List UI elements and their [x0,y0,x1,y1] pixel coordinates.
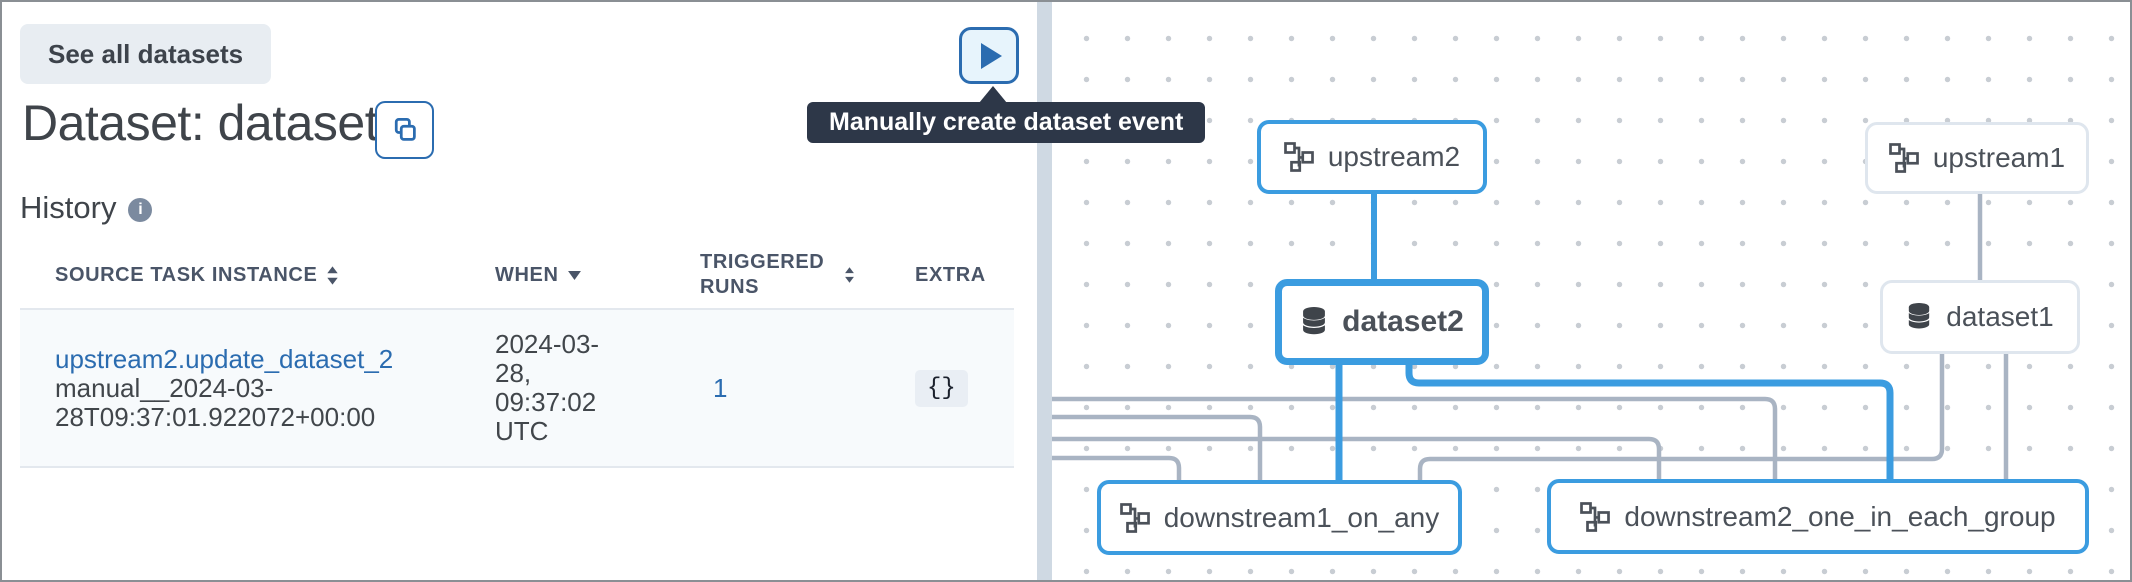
database-icon [1300,307,1328,337]
graph-node-upstream2[interactable]: upstream2 [1257,120,1487,194]
extra-cell: {} [915,369,1014,407]
page-title: Dataset: dataset2 [22,95,406,151]
node-label: upstream1 [1932,142,2066,173]
sort-both-icon [326,265,339,285]
node-label: upstream2 [1327,141,1461,172]
history-title: History [20,190,117,225]
play-icon [981,42,1002,69]
panel-divider[interactable] [1037,2,1052,580]
dag-icon [1283,142,1314,172]
edge-offscreen-to-downstream1-a [1052,414,1263,480]
dag-icon [1580,501,1611,532]
source-task-instance-cell: upstream2.update_dataset_2 manual__2024-… [20,343,495,432]
column-header-when[interactable]: WHEN [495,263,700,288]
node-label: downstream2_one_in_each_group [1624,500,2056,532]
edge-dataset2-downstream2 [1405,364,1894,479]
extra-json-chip: {} [915,369,968,407]
source-run-id: manual__2024-03-28T09:37:01.922072+00:00 [55,372,376,432]
database-icon [1906,303,1932,331]
node-label: dataset1 [1946,301,2054,332]
dag-icon [1119,502,1150,533]
edge-offscreen-to-downstream1-b [1052,455,1182,480]
sort-desc-icon [567,270,581,280]
source-task-instance-link[interactable]: upstream2.update_dataset_2 [55,343,394,374]
tooltip: Manually create dataset event [807,86,1206,143]
dataset-details-panel: See all datasets Dataset: dataset2 Histo… [2,2,1037,580]
column-header-triggered-runs[interactable]: TRIGGERED RUNS [700,250,915,300]
dataset-events-table: SOURCE TASK INSTANCE WHEN TRIGGERED RUNS [20,242,1014,468]
graph-edges [1052,194,2009,480]
see-all-datasets-button[interactable]: See all datasets [20,24,272,84]
dag-icon [1888,143,1919,173]
triggered-runs-link[interactable]: 1 [713,372,728,403]
graph-node-downstream1-on-any[interactable]: downstream1_on_any [1097,480,1462,555]
node-label: dataset2 [1342,305,1464,338]
column-label: TRIGGERED RUNS [700,251,825,298]
table-header-row: SOURCE TASK INSTANCE WHEN TRIGGERED RUNS [20,242,1014,310]
edge-offscreen-to-downstream2-b [1052,436,1662,479]
edge-dataset1-downstream1 [1417,354,1945,480]
tooltip-arrow [979,86,1007,103]
sort-both-icon [844,267,855,283]
datasets-graph-panel[interactable]: upstream2 dataset2 upstream1 [1052,2,2130,580]
copy-uri-button[interactable] [375,101,434,159]
history-header: History i [20,190,153,226]
edge-offscreen-to-downstream2-a [1052,396,1778,479]
column-label: EXTRA [915,263,986,286]
manually-create-dataset-event-button[interactable] [959,27,1019,84]
column-header-extra: EXTRA [915,263,1014,288]
graph-node-upstream1[interactable]: upstream1 [1865,122,2089,194]
node-label: downstream1_on_any [1163,501,1440,533]
info-icon[interactable]: i [128,198,153,222]
table-row: upstream2.update_dataset_2 manual__2024-… [20,310,1014,468]
column-header-source-task-instance[interactable]: SOURCE TASK INSTANCE [20,263,495,288]
copy-icon [390,115,420,145]
column-label: SOURCE TASK INSTANCE [55,263,318,286]
graph-node-dataset2[interactable]: dataset2 [1275,279,1489,365]
triggered-runs-cell: 1 [700,372,915,403]
graph-node-dataset1[interactable]: dataset1 [1880,280,2080,354]
when-cell: 2024-03-28, 09:37:02 UTC [495,329,600,446]
column-label: WHEN [495,263,559,286]
graph-node-downstream2-one-in-each-group[interactable]: downstream2_one_in_each_group [1547,479,2089,554]
